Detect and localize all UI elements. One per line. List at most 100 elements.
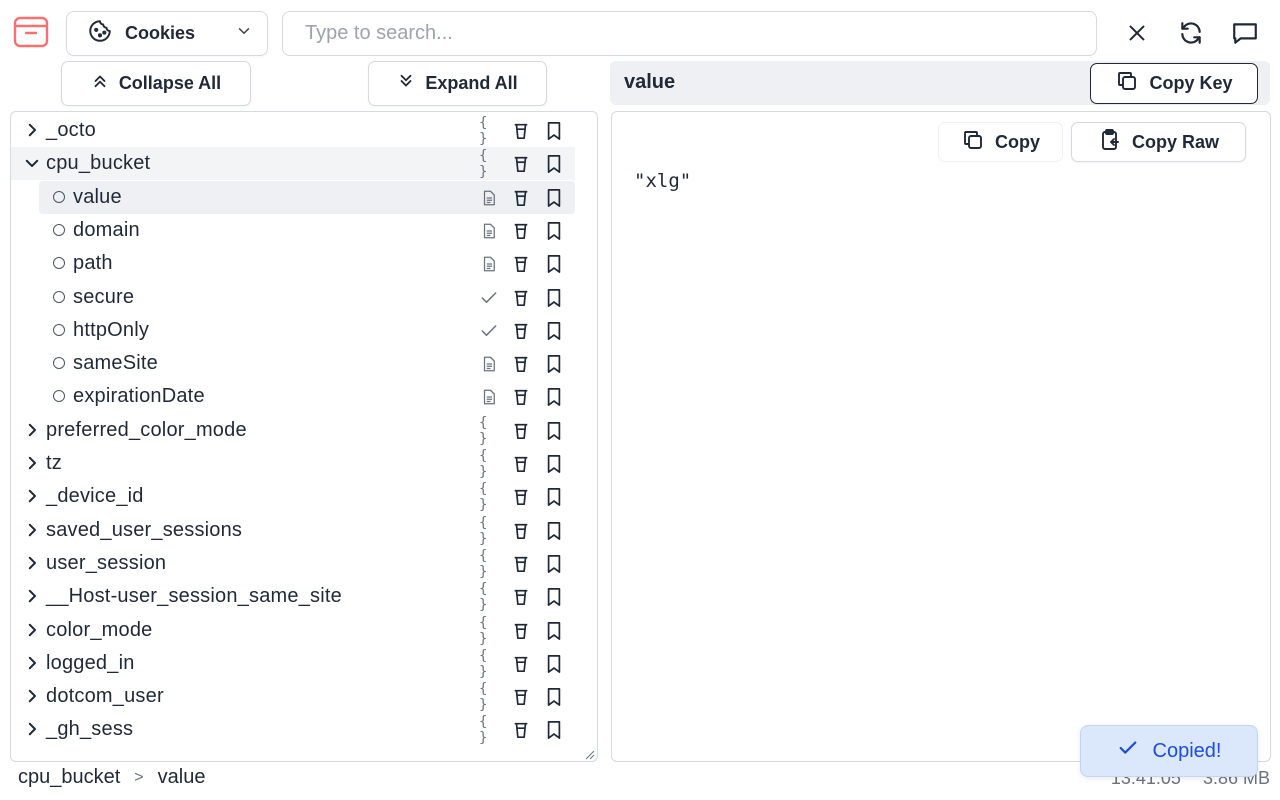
refresh-icon[interactable] xyxy=(1176,18,1206,48)
breadcrumb-separator: > xyxy=(134,768,144,786)
bookmark-icon[interactable] xyxy=(544,354,564,374)
tree-item[interactable]: saved_user_sessions{ } xyxy=(11,514,575,547)
bookmark-icon[interactable] xyxy=(544,454,564,474)
tree-item[interactable]: dotcom_user{ } xyxy=(11,680,575,713)
trash-icon[interactable] xyxy=(511,121,531,141)
bookmark-icon[interactable] xyxy=(544,621,564,641)
chevron-down-icon[interactable] xyxy=(23,154,41,172)
tree-child-item[interactable]: secure xyxy=(11,281,575,314)
trash-icon[interactable] xyxy=(511,621,531,641)
trash-icon[interactable] xyxy=(511,454,531,474)
trash-icon[interactable] xyxy=(511,387,531,407)
chevron-right-icon[interactable] xyxy=(23,454,41,472)
tree-item-label: tz xyxy=(46,452,62,474)
bookmark-icon[interactable] xyxy=(544,288,564,308)
tree-item[interactable]: tz { } xyxy=(11,447,575,480)
clipboard-icon xyxy=(1098,128,1122,157)
app-logo-icon xyxy=(12,14,50,50)
bookmark-icon[interactable] xyxy=(544,687,564,707)
bookmark-icon[interactable] xyxy=(544,254,564,274)
braces-icon: { } xyxy=(479,481,487,514)
chevron-right-icon[interactable] xyxy=(23,654,41,672)
tree-item-label: secure xyxy=(73,285,135,308)
chevron-right-icon[interactable] xyxy=(23,720,41,738)
tree-item-label: saved_user_sessions xyxy=(46,518,243,541)
trash-icon[interactable] xyxy=(511,687,531,707)
search-input[interactable] xyxy=(282,11,1097,56)
tree-child-item[interactable]: domain xyxy=(11,214,575,247)
tree-item-label: color_mode xyxy=(46,618,153,641)
bookmark-icon[interactable] xyxy=(544,154,564,174)
chevron-right-icon[interactable] xyxy=(23,554,41,572)
tree-item[interactable]: cpu_bucket{ } xyxy=(11,147,575,181)
tree-item[interactable]: _device_id{ } xyxy=(11,480,575,513)
bookmark-icon[interactable] xyxy=(544,554,564,574)
trash-icon[interactable] xyxy=(511,221,531,241)
chevron-right-icon[interactable] xyxy=(23,587,41,605)
tree-item[interactable]: _gh_sess{ } xyxy=(11,713,575,746)
trash-icon[interactable] xyxy=(511,521,531,541)
chevron-right-icon[interactable] xyxy=(23,687,41,705)
tree-item[interactable]: logged_in{ } xyxy=(11,647,575,680)
bookmark-icon[interactable] xyxy=(544,654,564,674)
tree-item[interactable]: color_mode { } xyxy=(11,614,575,647)
chevrons-up-icon xyxy=(91,72,109,95)
chevron-right-icon[interactable] xyxy=(23,621,41,639)
copy-label: Copy xyxy=(995,131,1040,152)
trash-icon[interactable] xyxy=(511,288,531,308)
trash-icon[interactable] xyxy=(511,421,531,441)
trash-icon[interactable] xyxy=(511,554,531,574)
trash-icon[interactable] xyxy=(511,254,531,274)
braces-icon: { } xyxy=(479,714,487,747)
resize-grip-icon[interactable] xyxy=(583,747,595,760)
message-icon[interactable] xyxy=(1230,18,1260,48)
copy-raw-button[interactable]: Copy Raw xyxy=(1071,122,1246,162)
tree-item[interactable]: user_session{ } xyxy=(11,547,575,580)
tree-item[interactable]: __Host-user_session_same_site{ } xyxy=(11,580,575,613)
chevron-right-icon[interactable] xyxy=(23,487,41,505)
trash-icon[interactable] xyxy=(511,487,531,507)
collapse-all-button[interactable]: Collapse All xyxy=(61,61,251,106)
circle-icon xyxy=(53,357,65,370)
copy-key-button[interactable]: Copy Key xyxy=(1090,63,1258,104)
trash-icon[interactable] xyxy=(511,720,531,740)
tree-child-item[interactable]: httpOnly xyxy=(11,314,575,347)
bookmark-icon[interactable] xyxy=(544,188,564,208)
tree-item[interactable]: preferred_color_mode{ } xyxy=(11,414,575,447)
bookmark-icon[interactable] xyxy=(544,587,564,607)
check-icon xyxy=(1117,737,1139,765)
trash-icon[interactable] xyxy=(511,188,531,208)
tree-child-item[interactable]: path xyxy=(11,247,575,280)
tree-child-item[interactable]: value xyxy=(39,180,575,214)
chevron-right-icon[interactable] xyxy=(23,121,41,139)
trash-icon[interactable] xyxy=(511,154,531,174)
tree-item[interactable]: _octo{ } xyxy=(11,114,575,147)
trash-icon[interactable] xyxy=(511,321,531,341)
breadcrumb-item[interactable]: cpu_bucket xyxy=(18,766,121,788)
bookmark-icon[interactable] xyxy=(544,321,564,341)
chevron-right-icon[interactable] xyxy=(23,521,41,539)
bookmark-icon[interactable] xyxy=(544,121,564,141)
chevron-right-icon[interactable] xyxy=(23,421,41,439)
source-select[interactable]: Cookies xyxy=(66,11,268,56)
bookmark-icon[interactable] xyxy=(544,387,564,407)
bookmark-icon[interactable] xyxy=(544,221,564,241)
expand-all-button[interactable]: Expand All xyxy=(368,61,547,106)
breadcrumb-item[interactable]: value xyxy=(157,766,206,788)
braces-icon: { } xyxy=(479,148,487,181)
close-icon[interactable] xyxy=(1122,18,1152,48)
bookmark-icon[interactable] xyxy=(544,521,564,541)
trash-icon[interactable] xyxy=(511,654,531,674)
tree-child-item[interactable]: expirationDate xyxy=(11,380,575,413)
braces-icon: { } xyxy=(479,414,487,447)
bookmark-icon[interactable] xyxy=(544,487,564,507)
bookmark-icon[interactable] xyxy=(544,421,564,441)
braces-icon: { } xyxy=(479,448,487,480)
trash-icon[interactable] xyxy=(511,354,531,374)
copy-button[interactable]: Copy xyxy=(938,122,1063,162)
trash-icon[interactable] xyxy=(511,587,531,607)
bookmark-icon[interactable] xyxy=(544,720,564,740)
braces-icon: { } xyxy=(479,614,487,647)
tree-child-item[interactable]: sameSite xyxy=(11,347,575,380)
